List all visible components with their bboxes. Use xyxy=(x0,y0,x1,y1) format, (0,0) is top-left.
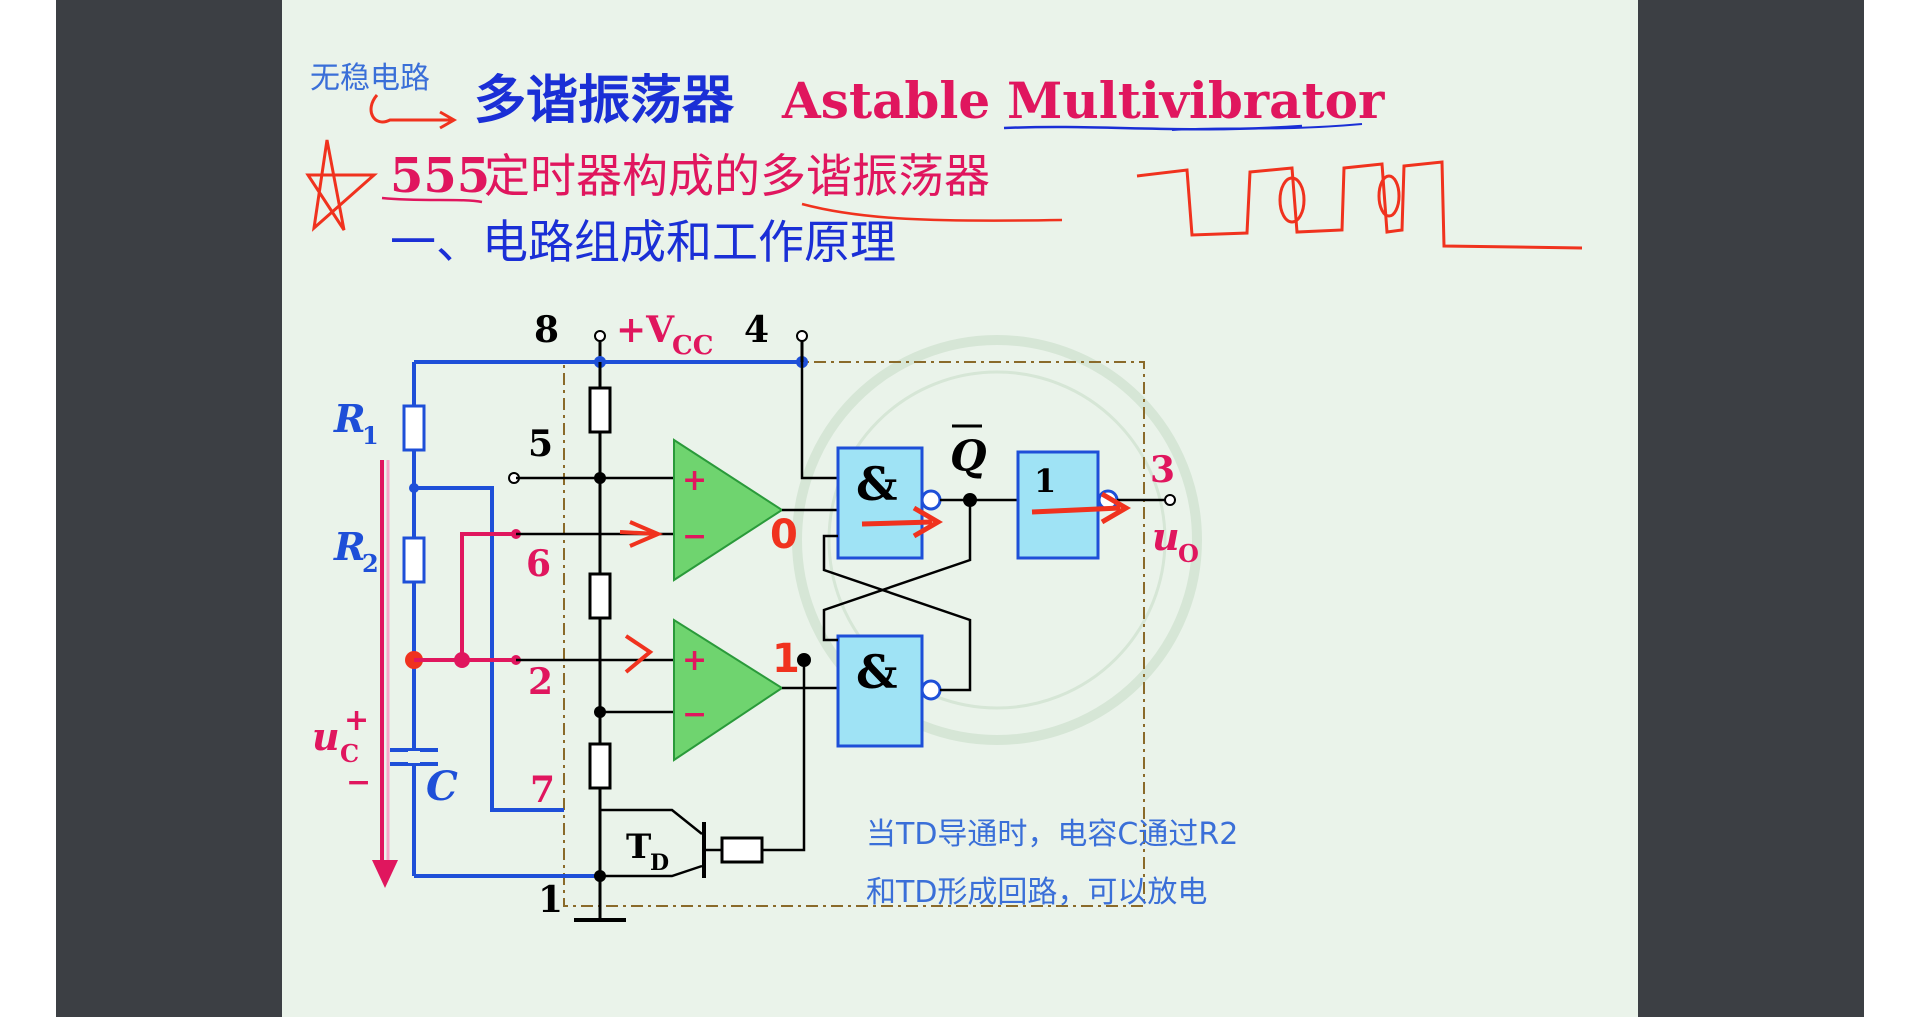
td-sub: D xyxy=(650,850,669,876)
section-heading: 一、电路组成和工作原理 xyxy=(390,215,896,269)
hand-arrow-inv-head xyxy=(1100,491,1131,525)
uo-label: u xyxy=(1152,514,1180,559)
td-base-resistor xyxy=(720,836,764,864)
title-en-2: Multivibrator xyxy=(1007,71,1385,130)
pin4-terminal xyxy=(796,330,808,342)
vcc-sub: CC xyxy=(672,331,713,361)
pin4-label: 4 xyxy=(744,309,769,351)
uc-plus: + xyxy=(344,703,369,738)
hand-arrow-head xyxy=(439,110,458,130)
pin3-terminal xyxy=(1164,494,1176,506)
comparator-upper xyxy=(673,438,784,582)
divider-r-bot xyxy=(588,742,612,790)
uc-minus: − xyxy=(346,765,371,800)
td-label: T xyxy=(626,827,651,867)
waveform-zero-2 xyxy=(1377,174,1401,218)
ic-boundary xyxy=(563,361,1145,907)
hand-arrow-nand xyxy=(861,519,933,527)
pin7-wire xyxy=(414,486,564,812)
nand-lower-label: & xyxy=(856,645,898,699)
watermark-ring xyxy=(792,335,1202,745)
td-collector-wire xyxy=(600,808,703,835)
right-frame xyxy=(1638,0,1864,1017)
pin8-terminal xyxy=(594,330,606,342)
pin7-label: 7 xyxy=(530,769,555,811)
r1-label: R xyxy=(333,396,366,441)
waveform-sketch xyxy=(1136,160,1583,250)
pin6-ext-wire xyxy=(460,532,514,660)
subtitle-text: 定时器构成的多谐振荡器 xyxy=(484,149,990,203)
inverter xyxy=(1016,450,1100,560)
td-emitter-wire xyxy=(600,864,703,878)
r2-sub: 2 xyxy=(362,549,379,578)
pin8-label: 8 xyxy=(534,309,559,351)
pin3-label: 3 xyxy=(1150,449,1175,491)
r2-label: R xyxy=(333,524,366,569)
qbar-label: Q xyxy=(950,431,987,480)
title-en: Astable xyxy=(781,71,990,130)
subtitle-num: 555 xyxy=(390,148,490,204)
title-cn: 多谐振荡器 xyxy=(474,70,735,131)
nand-upper-bubble xyxy=(920,489,942,511)
waveform-zero-1 xyxy=(1278,176,1306,224)
pin6-label: 6 xyxy=(526,543,551,585)
title-underline-2 xyxy=(1171,123,1363,131)
hand-line-upper xyxy=(619,530,659,536)
hand-one: 1 xyxy=(772,636,800,682)
nand-upper-label: & xyxy=(856,457,898,511)
pin2-label: 2 xyxy=(528,661,553,703)
nand-lower xyxy=(836,634,924,748)
nand-lower-bubble xyxy=(920,679,942,701)
watermark-ring-inner xyxy=(827,370,1167,710)
comp1-minus: − xyxy=(682,519,707,554)
slide: 无稳电路 多谐振荡器 Astable Multivibrator 555 定时器… xyxy=(282,0,1638,1017)
annotation-top: 无稳电路 xyxy=(310,61,430,96)
comp2-plus: + xyxy=(682,643,707,678)
hand-chevron-lower xyxy=(624,634,654,674)
r2-resistor xyxy=(402,536,426,584)
cross-wire-b xyxy=(822,534,972,692)
uo-sub: O xyxy=(1178,539,1199,568)
hand-zero: 0 xyxy=(770,512,798,558)
pin1-label: 1 xyxy=(538,879,563,921)
nand-upper xyxy=(836,446,924,560)
uc-sub: C xyxy=(340,739,359,768)
note-line-1: 当TD导通时，电容C通过R2 xyxy=(866,817,1238,852)
left-frame xyxy=(56,0,282,1017)
comp1-plus: + xyxy=(682,463,707,498)
divider-r-top xyxy=(588,386,612,434)
comparator-lower xyxy=(673,618,784,762)
cross-wire-a xyxy=(822,500,972,642)
cap-label: C xyxy=(426,763,458,810)
r1-resistor xyxy=(402,404,426,452)
star-mark-icon xyxy=(305,139,378,232)
cap-gap xyxy=(408,751,420,763)
uc-label: u xyxy=(312,714,340,759)
comp2-minus: − xyxy=(682,697,707,732)
vcc-label: +V xyxy=(616,309,675,351)
uc-arrow-head xyxy=(372,860,398,888)
hand-arrow xyxy=(369,94,452,124)
note-line-2: 和TD形成回路，可以放电 xyxy=(866,875,1207,910)
hand-arrow-inv xyxy=(1031,505,1121,515)
discharge-drive-wire xyxy=(762,660,806,852)
pin5-label: 5 xyxy=(528,423,553,465)
r1-sub: 1 xyxy=(362,421,379,450)
subtitle-underline-2 xyxy=(801,202,1063,222)
pin4-wire xyxy=(800,362,838,480)
hand-arrow-nand-head xyxy=(912,505,943,539)
subtitle-underline-1 xyxy=(381,196,483,204)
divider-r-mid xyxy=(588,572,612,620)
inverter-label: 1 xyxy=(1034,462,1056,500)
slide-canvas: 无稳电路 多谐振荡器 Astable Multivibrator 555 定时器… xyxy=(305,61,1583,922)
